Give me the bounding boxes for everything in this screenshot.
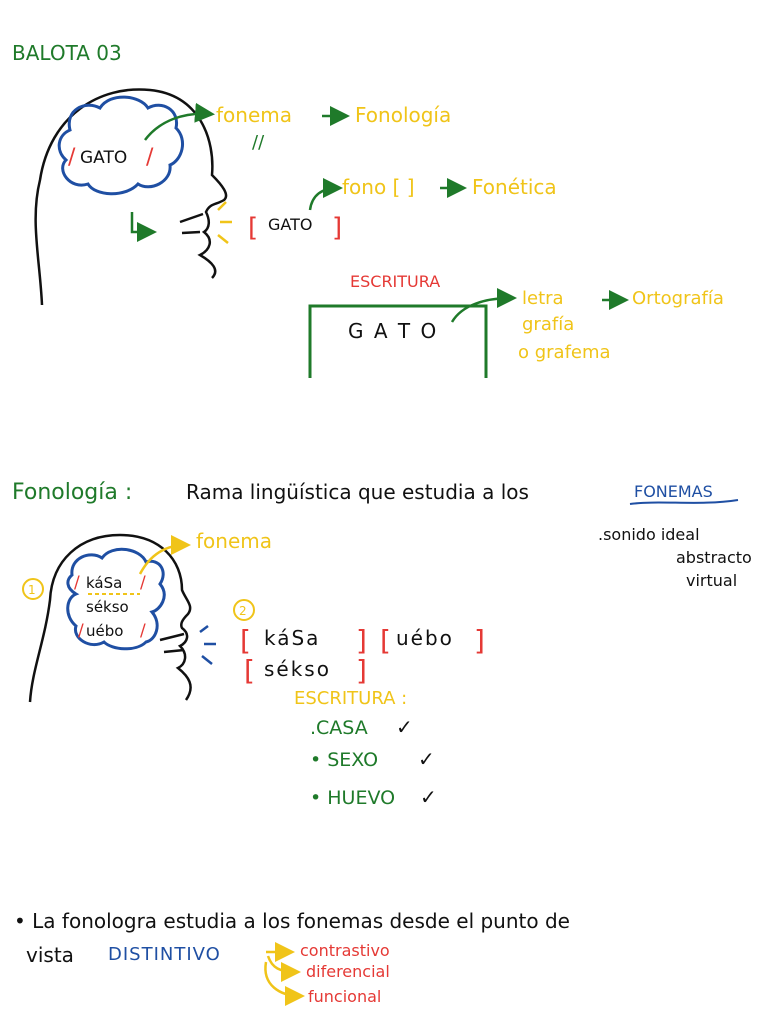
- written-sexo: • SEXO: [310, 749, 378, 771]
- definition-text: Rama lingüística que estudia a los: [186, 480, 529, 504]
- arrow-to-fonema-2: [138, 535, 191, 575]
- label-ortografia: Ortografía: [632, 288, 724, 309]
- conclusion-vista: vista: [26, 943, 74, 967]
- step-1-number: 1: [28, 583, 36, 597]
- branch-contrastivo: contrastivo: [300, 941, 390, 960]
- branch-diferencial: diferencial: [306, 962, 390, 981]
- check-casa: ✓: [396, 715, 413, 739]
- label-fonema-2: fonema: [196, 529, 272, 553]
- mind-word-sekso: sékso: [86, 598, 129, 616]
- label-fonologia-1: Fonología: [355, 103, 451, 127]
- speech-rays-1: [217, 201, 232, 244]
- fonema-prop-1: .sonido ideal: [598, 525, 700, 544]
- svg-text:[: [: [240, 624, 251, 657]
- arrow-l-spoken: [130, 212, 157, 242]
- fonema-prop-2: abstracto: [676, 548, 752, 567]
- conclusion-line-1: • La fonologra estudia a los fonemas des…: [14, 909, 570, 933]
- red-slash-right: /: [146, 145, 154, 170]
- definition-underline: [629, 499, 739, 505]
- mind-word-kasa: káSa: [86, 574, 122, 592]
- mind-word-uebo: uébo: [86, 622, 123, 640]
- spoken-word-sekso: sékso: [264, 657, 331, 681]
- spoken-word-kasa: káSa: [264, 626, 320, 650]
- mouth-lines-1: [179, 212, 204, 235]
- arrow-to-fono: [308, 178, 343, 211]
- mouth-lines-2: [159, 632, 185, 654]
- arrow-to-letra: [450, 288, 517, 323]
- spoken-word-uebo: uébo: [396, 626, 454, 650]
- label-grafia: grafía: [522, 314, 574, 335]
- head-profile-2: [28, 533, 192, 703]
- svg-text:]: ]: [356, 624, 367, 657]
- label-fonema-1: fonema: [216, 103, 292, 127]
- thought-cloud-1: [57, 95, 185, 196]
- spoken-brackets-2: [] [] []: [240, 624, 485, 687]
- label-grafema: o grafema: [518, 342, 611, 363]
- equivalence-mark: //: [252, 132, 265, 153]
- written-casa: .CASA: [310, 717, 368, 739]
- step-1-circle: [22, 578, 44, 600]
- definition-highlight: FONEMAS: [634, 482, 713, 501]
- bracket-right-1: ]: [332, 213, 342, 243]
- fonema-prop-3: virtual: [686, 571, 737, 590]
- svg-text:[: [: [244, 654, 255, 687]
- svg-text:/: /: [140, 621, 146, 641]
- red-slash-left: /: [68, 145, 76, 170]
- escritura-label-2: ESCRITURA :: [294, 688, 407, 709]
- arrow-diferencial: [266, 955, 301, 982]
- label-fono: fono [ ]: [342, 175, 415, 199]
- thought-cloud-2: [66, 547, 166, 651]
- branch-funcional: funcional: [308, 987, 381, 1006]
- check-sexo: ✓: [418, 747, 435, 771]
- written-word-gato: G A T O: [348, 319, 438, 343]
- spoken-word-gato: GATO: [268, 215, 312, 234]
- written-huevo: • HUEVO: [310, 787, 395, 809]
- page-title: BALOTA 03: [12, 41, 122, 65]
- svg-text:/: /: [140, 573, 146, 593]
- arrow-funcional: [264, 961, 305, 1006]
- head-profile-1: [34, 88, 228, 306]
- label-fonetica: Fonética: [472, 175, 557, 199]
- escritura-label-1: ESCRITURA: [350, 272, 440, 291]
- svg-text:/: /: [78, 621, 84, 641]
- speech-rays-2: [199, 625, 216, 665]
- arrow-to-fonema: [144, 102, 215, 141]
- escritura-frame: [308, 304, 488, 378]
- svg-text:/: /: [74, 573, 80, 593]
- svg-text:]: ]: [474, 624, 485, 657]
- bracket-left-1: [: [248, 213, 258, 243]
- svg-text:]: ]: [356, 654, 367, 687]
- definition-term: Fonología :: [12, 480, 132, 505]
- step-2-circle: [233, 599, 255, 621]
- mind-word-gato: GATO: [80, 148, 127, 168]
- label-letra: letra: [522, 288, 564, 309]
- step-2-number: 2: [239, 604, 247, 618]
- mind-slashes-2: / / / /: [74, 573, 146, 641]
- check-huevo: ✓: [420, 785, 437, 809]
- conclusion-highlight: DISTINTIVO: [108, 944, 221, 965]
- svg-text:[: [: [380, 624, 391, 657]
